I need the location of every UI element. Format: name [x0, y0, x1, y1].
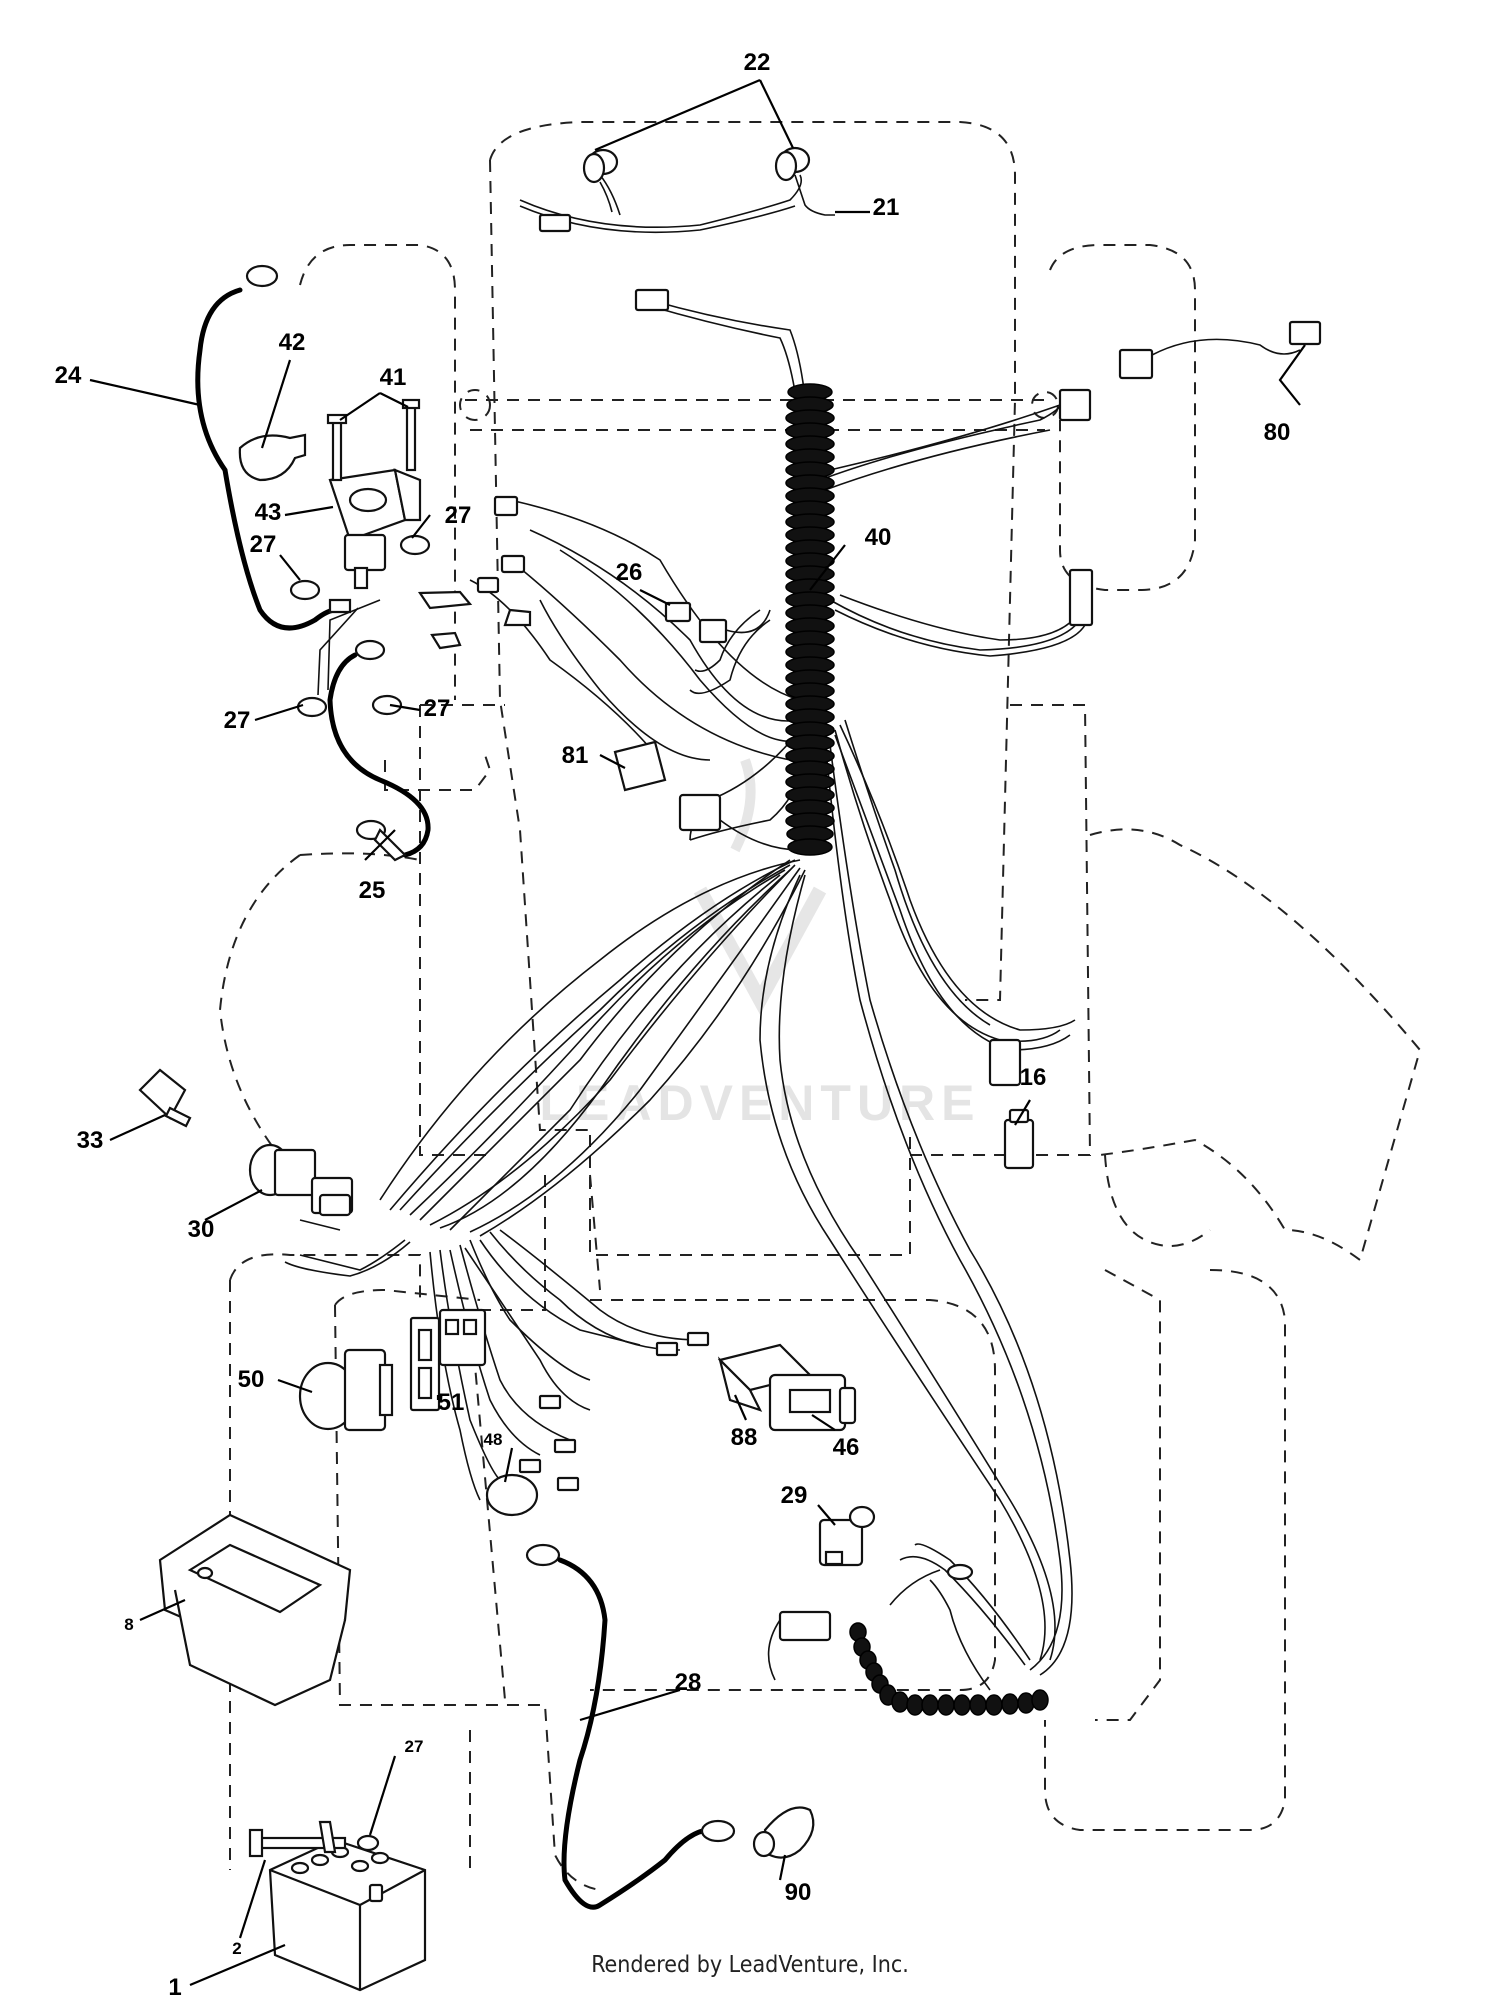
coil-wire [767, 1563, 1049, 1716]
label-26: 26 [616, 559, 643, 586]
watermark-text: LEADVENTURE [539, 1075, 980, 1131]
label-16: 16 [1020, 1064, 1047, 1091]
battery-tray-8 [158, 1513, 352, 1707]
right-harness-connector [988, 1038, 1022, 1087]
cable-terminals [317, 590, 473, 696]
left-top-connector [493, 495, 519, 517]
battery-cable-24 [195, 264, 352, 631]
switch-16 [1003, 1108, 1035, 1170]
label-30: 30 [188, 1216, 215, 1243]
label-33: 33 [77, 1127, 104, 1154]
light-harness-connector [538, 213, 572, 233]
main-harness-wires [284, 299, 1086, 1691]
label-46: 46 [833, 1434, 860, 1461]
label-42: 42 [279, 329, 306, 356]
left-connector-3 [476, 576, 500, 594]
relay-81 [613, 740, 801, 851]
label-25: 25 [359, 877, 386, 904]
pto-switch-50 [298, 1348, 394, 1432]
watermark: LEADVENTURE [539, 758, 980, 1131]
label-50: 50 [238, 1366, 265, 1393]
label-28: 28 [675, 1669, 702, 1696]
label-80: 80 [1264, 419, 1291, 446]
label-90: 90 [785, 1879, 812, 1906]
label-48: 48 [484, 1430, 503, 1449]
label-51: 51 [438, 1389, 465, 1416]
fuse-26 [664, 601, 771, 644]
right-connector [1058, 388, 1092, 422]
sensor-29 [818, 1505, 876, 1567]
footer-credit: Rendered by LeadVenture, Inc. [591, 1952, 909, 1978]
part-labels: 22 21 24 42 41 43 27 27 27 27 25 81 26 4… [55, 49, 1291, 1999]
right-lower-connector [1068, 568, 1094, 627]
solenoid-43 [328, 468, 422, 590]
headlight-bulbs-22 [582, 146, 811, 184]
label-27a: 27 [250, 531, 277, 558]
left-connector-2 [500, 554, 526, 574]
battery-cable-28 [525, 1543, 736, 1910]
bolts-41 [326, 398, 421, 482]
label-41: 41 [380, 364, 407, 391]
label-22: 22 [744, 49, 771, 76]
bolt-2 [248, 1820, 347, 1858]
relay-socket [678, 793, 722, 832]
label-88: 88 [731, 1424, 758, 1451]
ignition-switch-30 [248, 1143, 354, 1231]
leader-lines [89, 78, 1306, 1987]
light-harness-21 [519, 174, 835, 234]
left-connector-4 [503, 608, 532, 627]
terminal-boot-90 [752, 1806, 815, 1859]
harness-connectors [476, 288, 1094, 1087]
label-1: 1 [168, 1974, 181, 1999]
label-29: 29 [781, 1482, 808, 1509]
connector-48 [485, 1331, 710, 1517]
label-27d: 27 [424, 695, 451, 722]
ground-cable-25 [327, 639, 431, 862]
label-27b: 27 [445, 502, 472, 529]
label-2: 2 [232, 1939, 241, 1958]
harness-coil-40 [785, 383, 835, 856]
label-27c: 27 [224, 707, 251, 734]
label-43: 43 [255, 499, 282, 526]
top-connector [634, 288, 670, 312]
sub-harness-80 [1118, 320, 1322, 380]
label-40: 40 [865, 524, 892, 551]
label-21: 21 [873, 194, 900, 221]
battery-1 [268, 1838, 427, 1992]
ignition-key-33 [138, 1068, 192, 1128]
tractor-outline [218, 121, 1422, 1891]
label-27e: 27 [405, 1737, 424, 1756]
terminal-boot-42 [238, 433, 307, 482]
nuts-27 [289, 534, 431, 1852]
label-24: 24 [55, 362, 82, 389]
label-81: 81 [562, 742, 589, 769]
switch-plate-51 [409, 1308, 487, 1412]
label-8: 8 [124, 1615, 133, 1634]
hour-meter-46 [768, 1373, 857, 1432]
